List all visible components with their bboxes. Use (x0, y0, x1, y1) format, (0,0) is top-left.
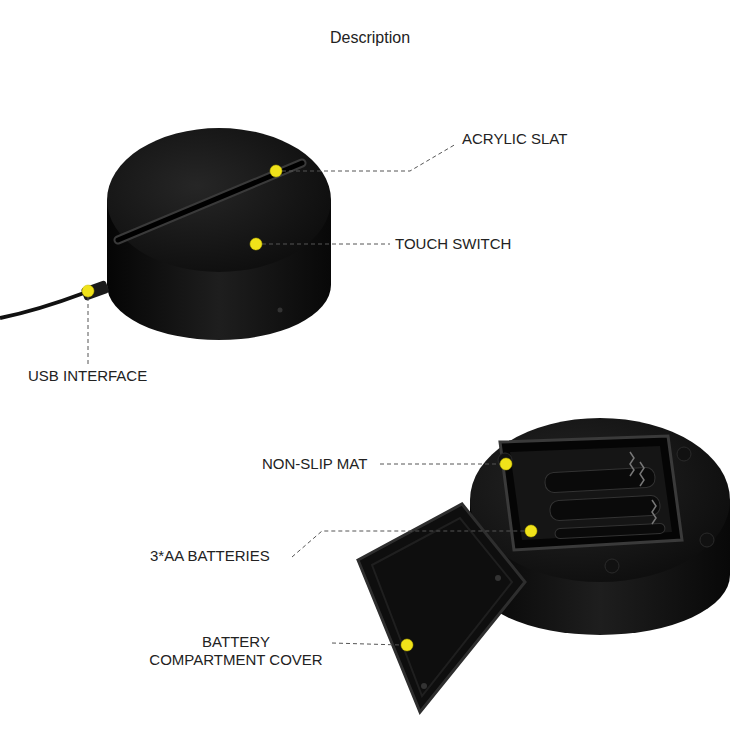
part-label: BATTERY COMPARTMENT COVER (145, 633, 327, 669)
part-label: 3*AA BATTERIES (150, 547, 270, 565)
leader-lines (88, 144, 525, 645)
lamp-base-top-view (0, 128, 331, 340)
battery-cover (358, 504, 525, 712)
part-label: USB INTERFACE (28, 367, 147, 385)
part-label: NON-SLIP MAT (262, 455, 367, 473)
callout-dots (82, 165, 537, 651)
page-title: Description (330, 29, 410, 47)
part-label: ACRYLIC SLAT (462, 130, 567, 148)
part-label: TOUCH SWITCH (395, 235, 511, 253)
